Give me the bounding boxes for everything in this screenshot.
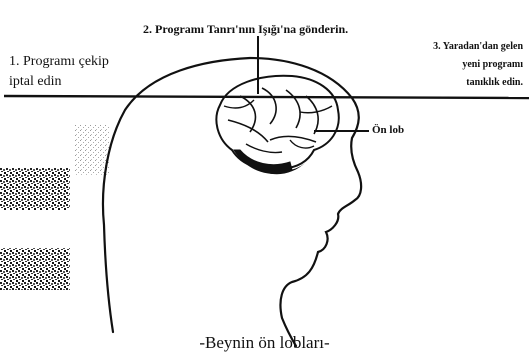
scan-noise-patch <box>0 168 70 210</box>
step1-line1: 1. Programı çekip <box>9 52 109 72</box>
figure-caption: -Beynin ön lobları- <box>0 333 529 353</box>
cut-line <box>4 96 529 98</box>
step3-line2: yeni programı <box>433 56 523 74</box>
scan-noise-patch <box>0 248 70 290</box>
step3-line1: 3. Yaradan'dan gelen <box>433 38 523 56</box>
step1-line2: iptal edin <box>9 72 109 92</box>
step3-line3: tanıklık edin. <box>433 74 523 92</box>
step2-label: 2. Programı Tanrı'nın Işığı'na gönderin. <box>143 22 348 37</box>
step3-label: 3. Yaradan'dan gelen yeni programı tanık… <box>433 38 523 92</box>
scan-noise-patch <box>75 125 110 175</box>
frontal-lobe-label: Ön lob <box>372 124 404 136</box>
step1-label: 1. Programı çekip iptal edin <box>9 52 109 92</box>
brain-shape <box>216 76 338 175</box>
